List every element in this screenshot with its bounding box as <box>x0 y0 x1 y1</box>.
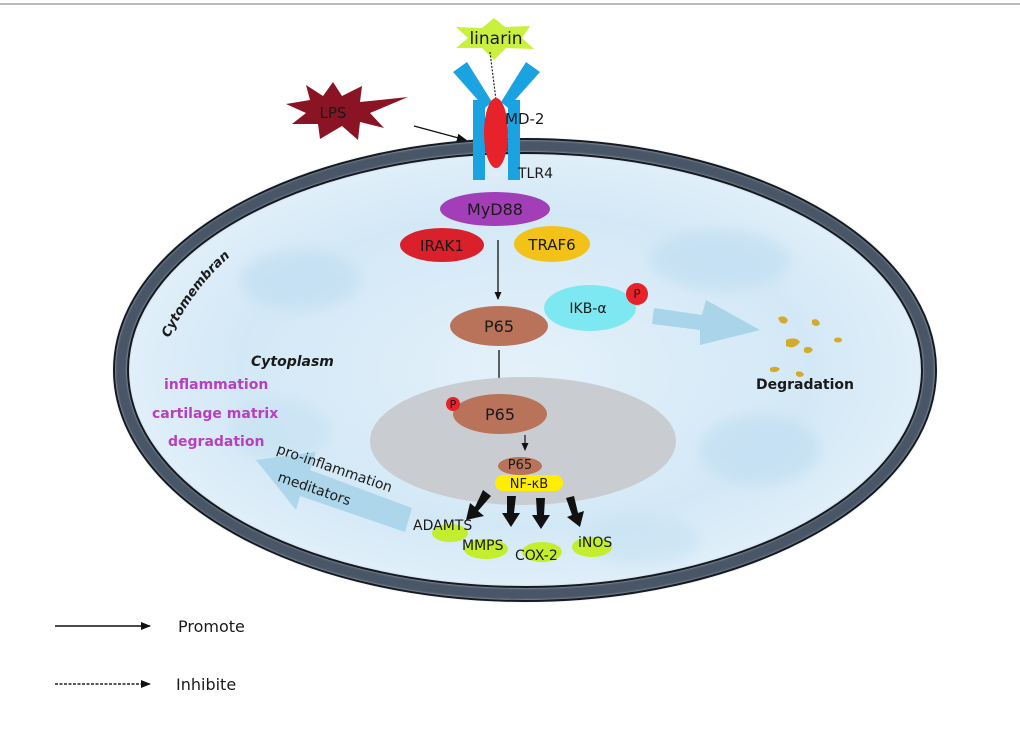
linarin-star <box>456 18 534 60</box>
arrow-to-inos <box>566 496 584 527</box>
inos-label: iNOS <box>578 535 612 551</box>
p65-phospho <box>446 397 460 411</box>
irak1-label: IRAK1 <box>420 237 464 255</box>
mmps-blob <box>464 539 508 559</box>
p65-nucleus <box>453 394 547 434</box>
degradation-label: Degradation <box>756 377 854 393</box>
nfkb <box>495 475 563 491</box>
nfkb-label: NF-κB <box>510 477 548 492</box>
traf6-label: TRAF6 <box>527 236 575 254</box>
cytoplasm-label: Cytoplasm <box>251 354 334 370</box>
linarin-label: linarin <box>469 29 522 49</box>
md2-label: MD-2 <box>505 110 544 128</box>
adamts-blob <box>432 524 468 542</box>
mediator-arrows <box>466 490 584 529</box>
inos-blob <box>572 537 612 557</box>
traf6 <box>514 226 590 262</box>
arrow-to-adamts <box>466 490 491 520</box>
p65-nucleus-label: P65 <box>485 405 515 424</box>
outcome-inflammation: inflammation <box>164 377 268 393</box>
p65-complex <box>498 457 542 475</box>
tlr4-receptor <box>453 62 540 180</box>
md2 <box>484 98 508 168</box>
ikb-alpha <box>544 285 636 331</box>
degradation-particles <box>770 316 842 377</box>
ikb-alpha-label: IKB-α <box>569 301 606 317</box>
tlr4-label: TLR4 <box>517 166 553 182</box>
myd88 <box>440 192 550 226</box>
legend: Promote Inhibite <box>55 617 245 694</box>
ikb-phospho-label: P <box>633 287 640 301</box>
lps-label: LPS <box>320 104 347 122</box>
lps-star <box>286 82 408 140</box>
p65-phospho-label: P <box>450 398 457 411</box>
p65-cytoplasm-label: P65 <box>484 317 514 336</box>
cox2-label: COX-2 <box>515 548 558 564</box>
myd88-label: MyD88 <box>467 200 523 219</box>
arrow-to-mmps <box>502 496 520 527</box>
legend-promote-label: Promote <box>178 617 245 636</box>
outcome-degradation: degradation <box>168 434 264 450</box>
ikb-phospho <box>626 283 648 305</box>
cytomembrane <box>114 139 936 601</box>
cytoplasm-texture <box>230 230 820 565</box>
mmps-label: MMPS <box>462 538 504 554</box>
degradation-flow-arrow <box>652 300 760 345</box>
outcome-cartilage-matrix: cartilage matrix <box>152 406 278 422</box>
pro-inflammation-arrow <box>256 452 412 532</box>
arrow-to-cox2 <box>532 498 550 529</box>
irak1 <box>400 228 484 262</box>
cox2-blob <box>522 542 562 562</box>
nucleus <box>370 377 676 505</box>
p65-cytoplasm <box>450 306 548 346</box>
adamts-label: ADAMTS <box>413 518 472 534</box>
p65-complex-label: P65 <box>508 458 532 473</box>
legend-inhibit-label: Inhibite <box>176 675 236 694</box>
lps-promote-arrow <box>413 125 467 142</box>
